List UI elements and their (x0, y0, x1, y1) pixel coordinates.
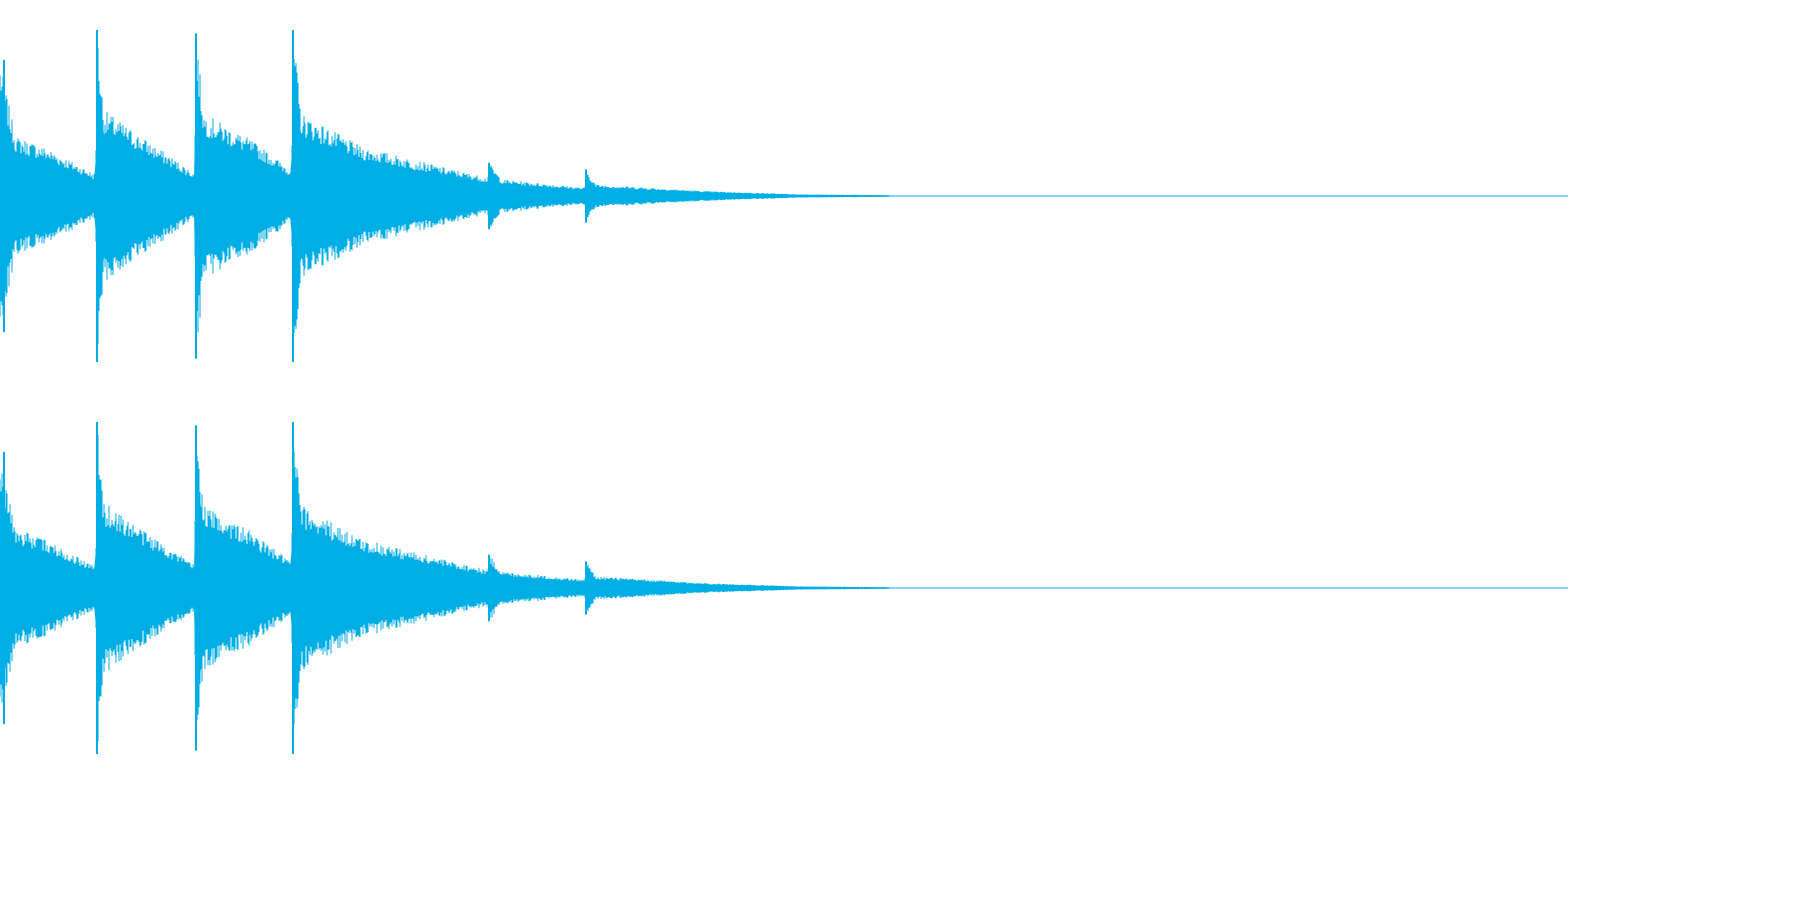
waveform-view (0, 30, 1568, 754)
channel-1-waveform (0, 30, 1568, 362)
channel-1-samples (0, 47, 891, 345)
channel-2-samples (0, 434, 891, 742)
waveform-chart (0, 30, 1568, 754)
channel-2-waveform (0, 422, 1568, 754)
